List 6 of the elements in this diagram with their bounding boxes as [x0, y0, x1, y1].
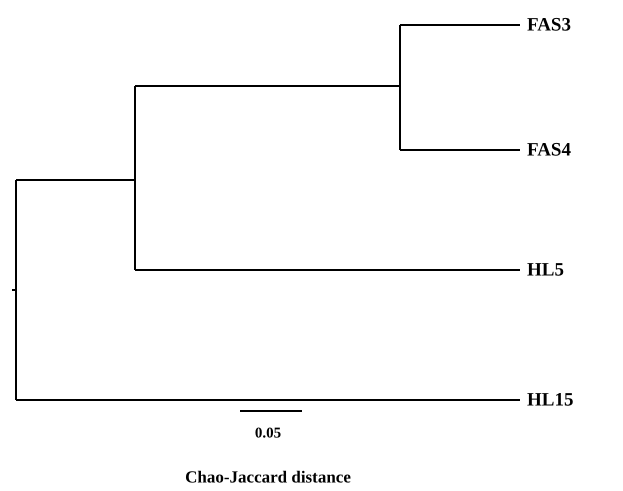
axis-title: Chao-Jaccard distance — [185, 468, 351, 486]
leaf-label: HL15 — [527, 390, 574, 410]
leaf-label: FAS4 — [527, 140, 571, 160]
leaf-label: FAS3 — [527, 16, 571, 34]
leaf-label: HL5 — [527, 260, 564, 280]
scale-value: 0.05 — [254, 426, 282, 442]
